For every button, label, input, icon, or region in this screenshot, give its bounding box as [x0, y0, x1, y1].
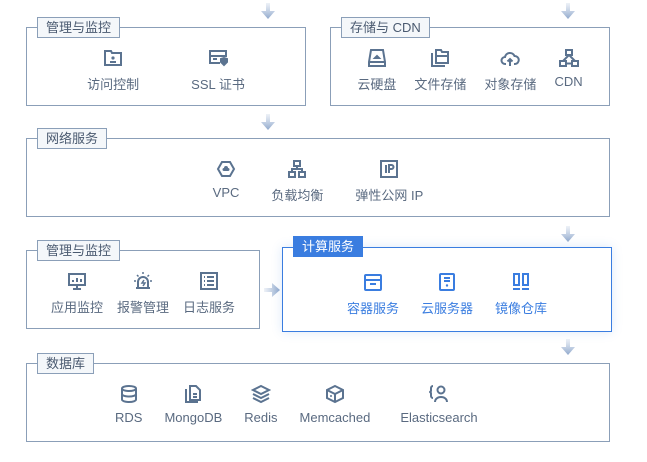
service-elasticsearch[interactable]: Elasticsearch: [400, 384, 478, 425]
document-icon: [185, 385, 202, 403]
group-title: 数据库: [37, 353, 95, 374]
service-log-service[interactable]: 日志服务: [183, 271, 235, 316]
service-label: 弹性公网 IP: [355, 188, 424, 203]
arrow-down-icon: [561, 3, 575, 19]
search-user-icon: [428, 385, 448, 403]
service-label: Memcached: [299, 410, 371, 425]
group-management-monitoring-top: 管理与监控 访问控制 SSL 证书: [26, 17, 306, 106]
list-icon: [200, 272, 218, 290]
group-title: 计算服务: [293, 236, 364, 257]
load-balancer-icon: [288, 160, 307, 178]
service-label: 文件存储: [414, 77, 467, 92]
service-alarm-management[interactable]: 报警管理: [117, 271, 169, 316]
service-container[interactable]: 容器服务: [347, 272, 399, 317]
service-cloud-server[interactable]: 云服务器: [421, 272, 473, 317]
arrow-down-icon: [261, 114, 275, 130]
alarm-icon: [133, 272, 152, 289]
service-label: 对象存储: [484, 77, 537, 92]
container-icon: [363, 274, 382, 291]
server-icon: [438, 273, 455, 291]
service-ssl-certificate[interactable]: SSL 证书: [191, 48, 245, 93]
group-title: 网络服务: [37, 128, 108, 149]
group-title: 管理与监控: [37, 240, 121, 261]
group-network-services: 网络服务 VPC 负载均衡 弹性公网 IP: [26, 128, 610, 217]
service-label: 云硬盘: [357, 77, 397, 92]
image-repo-icon: [513, 273, 529, 290]
group-management-monitoring-mid: 管理与监控 应用监控 报警管理 日志服务: [26, 240, 260, 329]
service-label: Redis: [244, 410, 278, 425]
group-database: 数据库 RDS MongoDB Redis Memcached Elastics…: [26, 353, 610, 442]
database-icon: [120, 385, 137, 404]
service-label: 云服务器: [420, 301, 473, 316]
certificate-icon: [209, 50, 228, 67]
arrow-right-icon: [264, 283, 280, 297]
group-compute-services: 计算服务 容器服务 云服务器 镜像仓库: [282, 236, 612, 332]
service-image-repository[interactable]: 镜像仓库: [495, 272, 547, 317]
service-label: RDS: [115, 410, 143, 425]
service-label: MongoDB: [164, 410, 223, 425]
service-app-monitoring[interactable]: 应用监控: [51, 271, 103, 316]
service-object-storage[interactable]: 对象存储: [484, 48, 536, 93]
service-label: 负载均衡: [271, 188, 324, 203]
service-label: Elasticsearch: [400, 410, 478, 425]
group-title: 存储与 CDN: [341, 17, 430, 38]
service-mongodb[interactable]: MongoDB: [164, 384, 222, 425]
monitor-chart-icon: [67, 273, 86, 290]
cube-icon: [325, 384, 344, 404]
service-access-control[interactable]: 访问控制: [87, 48, 139, 93]
folder-user-icon: [104, 50, 123, 66]
service-label: 应用监控: [50, 300, 103, 315]
service-label: CDN: [554, 74, 583, 89]
arrow-down-icon: [261, 3, 275, 19]
service-label: VPC: [212, 185, 240, 200]
service-cloud-disk[interactable]: 云硬盘: [357, 48, 396, 93]
group-title: 管理与监控: [37, 17, 121, 38]
group-storage-cdn: 存储与 CDN 云硬盘 文件存储 对象存储 CDN: [330, 17, 610, 106]
service-redis[interactable]: Redis: [244, 384, 278, 425]
service-elastic-ip[interactable]: 弹性公网 IP: [355, 159, 423, 204]
network-tree-icon: [558, 49, 579, 67]
ip-icon: [380, 160, 399, 178]
service-label: 访问控制: [87, 77, 140, 92]
service-label: 日志服务: [183, 300, 236, 315]
disk-icon: [367, 49, 386, 67]
service-label: SSL 证书: [191, 77, 245, 92]
files-icon: [431, 49, 450, 67]
service-rds[interactable]: RDS: [115, 384, 142, 425]
service-load-balancer[interactable]: 负载均衡: [271, 159, 323, 204]
service-file-storage[interactable]: 文件存储: [414, 48, 466, 93]
service-label: 容器服务: [346, 301, 399, 316]
cloud-upload-icon: [500, 51, 521, 66]
arrow-down-icon: [561, 339, 575, 355]
service-memcached[interactable]: Memcached: [299, 384, 371, 425]
arrow-down-icon: [561, 226, 575, 242]
service-vpc[interactable]: VPC: [212, 159, 240, 204]
layers-icon: [250, 384, 271, 404]
hexagon-cloud-icon: [216, 161, 236, 177]
service-cdn[interactable]: CDN: [554, 48, 583, 93]
service-label: 镜像仓库: [495, 301, 548, 316]
service-label: 报警管理: [116, 300, 169, 315]
